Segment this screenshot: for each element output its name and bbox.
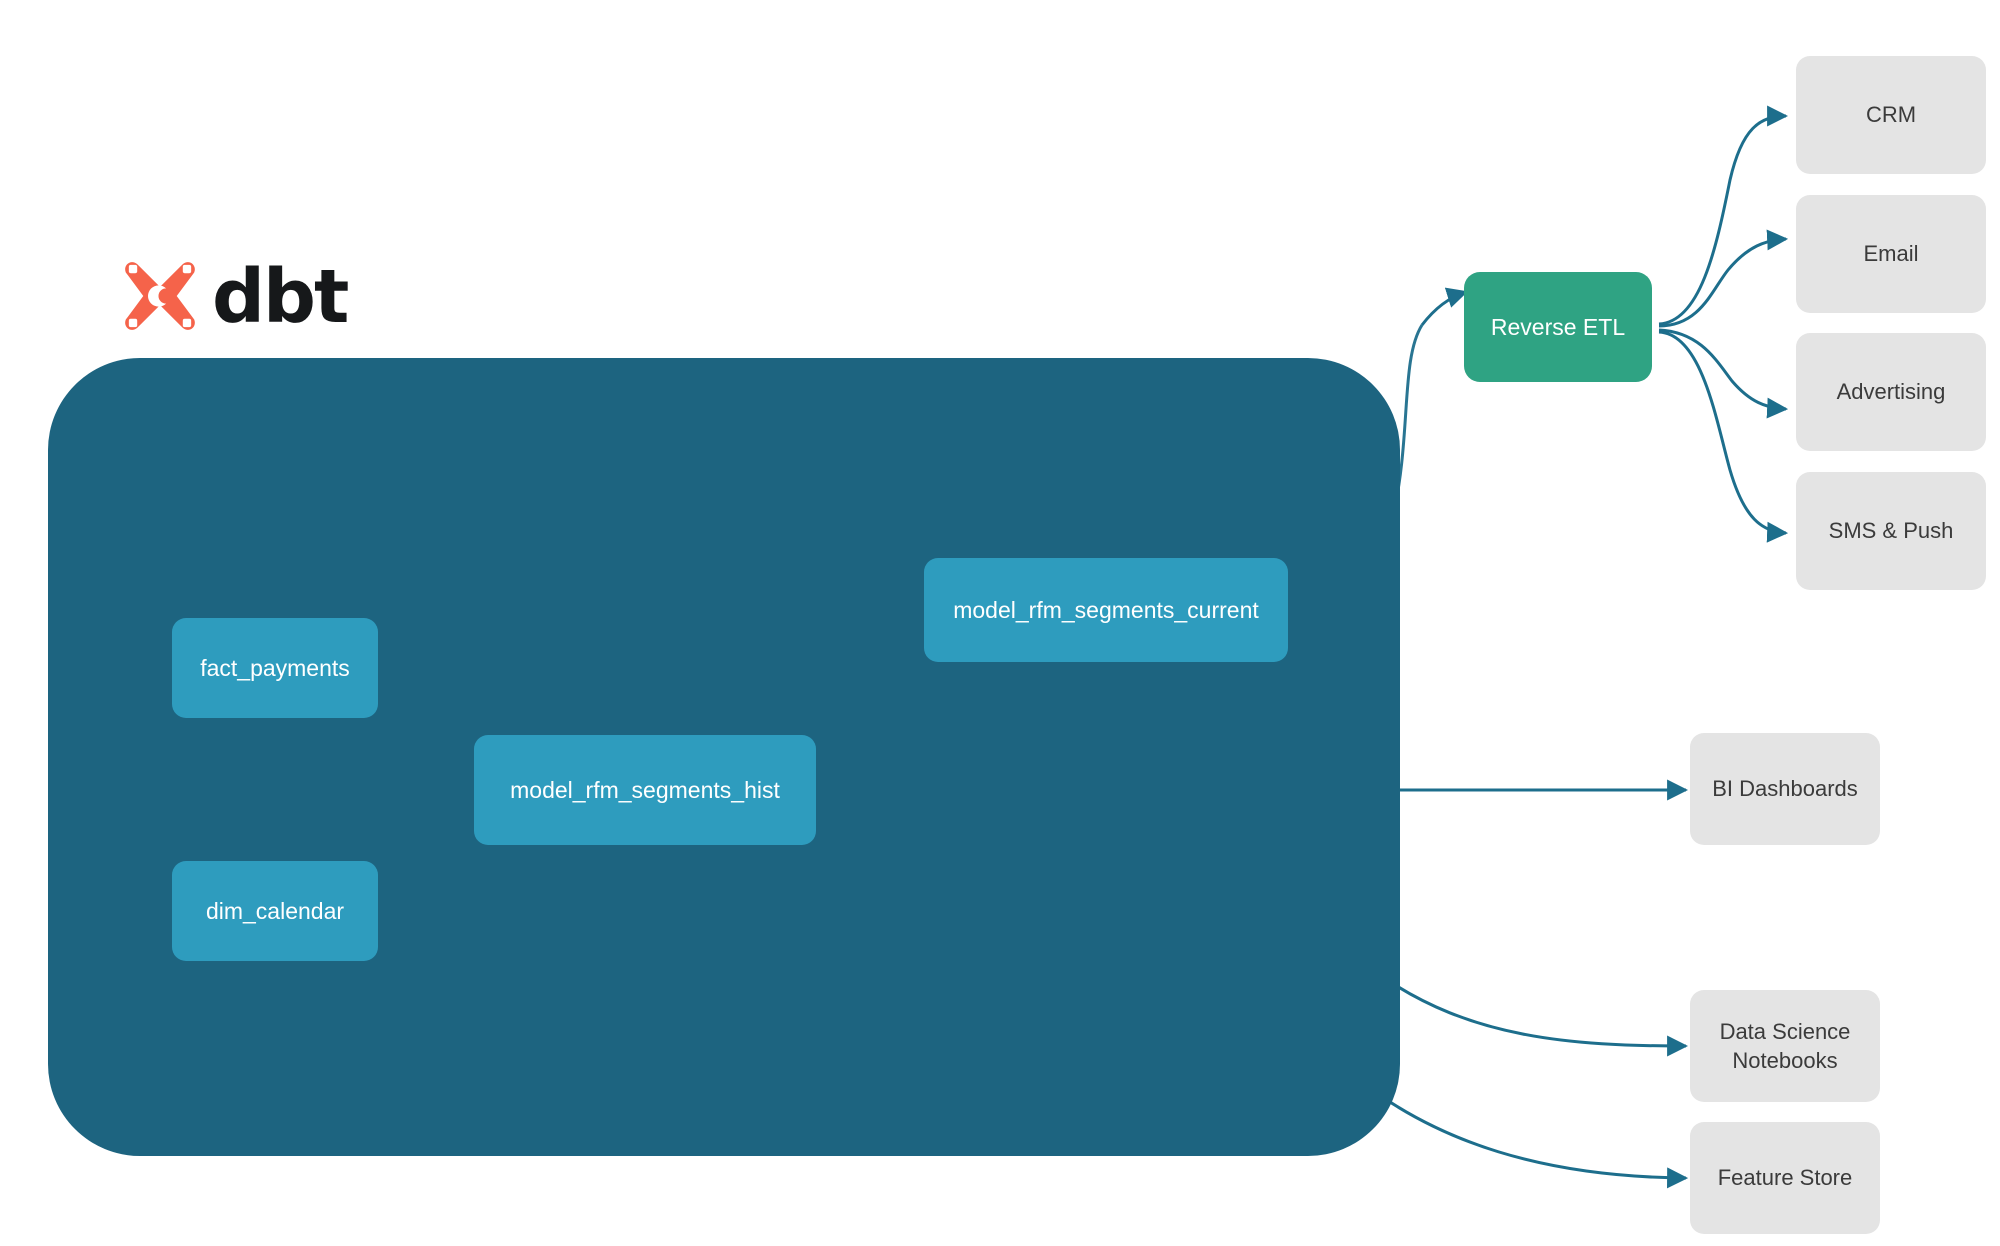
node-label: CRM [1865, 102, 1917, 128]
edge-reverse-etl-to-crm [1658, 105, 1789, 326]
node-feature-store[interactable]: Feature Store [1690, 1122, 1880, 1234]
edge-reverse-etl-to-email [1658, 229, 1789, 328]
node-bi-dashboards[interactable]: BI Dashboards [1690, 733, 1880, 845]
edge-reverse-etl-to-sms-push [1658, 330, 1789, 543]
edge-reverse-etl-to-advertising [1658, 328, 1789, 419]
node-crm[interactable]: CRM [1796, 56, 1986, 174]
node-label-line-2: Notebooks [1732, 1048, 1838, 1073]
node-reverse-etl[interactable]: Reverse ETL [1464, 272, 1652, 382]
dbt-wordmark: dbt [212, 254, 349, 340]
node-data-science-notebooks[interactable]: Data Science Notebooks [1690, 990, 1880, 1102]
node-label: SMS & Push [1828, 518, 1954, 544]
node-label: Advertising [1836, 379, 1946, 405]
node-label: Reverse ETL [1490, 313, 1626, 340]
node-dim-calendar[interactable]: dim_calendar [172, 861, 378, 961]
edge-current-to-reverse-etl-head [1420, 287, 1469, 326]
dbt-logo: dbt [122, 254, 349, 340]
node-sms-push[interactable]: SMS & Push [1796, 472, 1986, 590]
node-label: Feature Store [1717, 1165, 1853, 1191]
node-label: Email [1863, 241, 1919, 267]
node-label: fact_payments [200, 654, 350, 681]
node-label: model_rfm_segments_hist [510, 776, 780, 803]
node-label-line-1: Data Science [1719, 1018, 1851, 1044]
dbt-mark-icon [125, 262, 195, 330]
node-label: dim_calendar [205, 897, 345, 924]
node-fact-payments[interactable]: fact_payments [172, 618, 378, 718]
node-label: model_rfm_segments_current [953, 596, 1259, 623]
node-label: BI Dashboards [1712, 776, 1858, 802]
node-model-rfm-segments-current[interactable]: model_rfm_segments_current [924, 558, 1288, 662]
node-model-rfm-segments-hist[interactable]: model_rfm_segments_hist [474, 735, 816, 845]
node-email[interactable]: Email [1796, 195, 1986, 313]
node-advertising[interactable]: Advertising [1796, 333, 1986, 451]
